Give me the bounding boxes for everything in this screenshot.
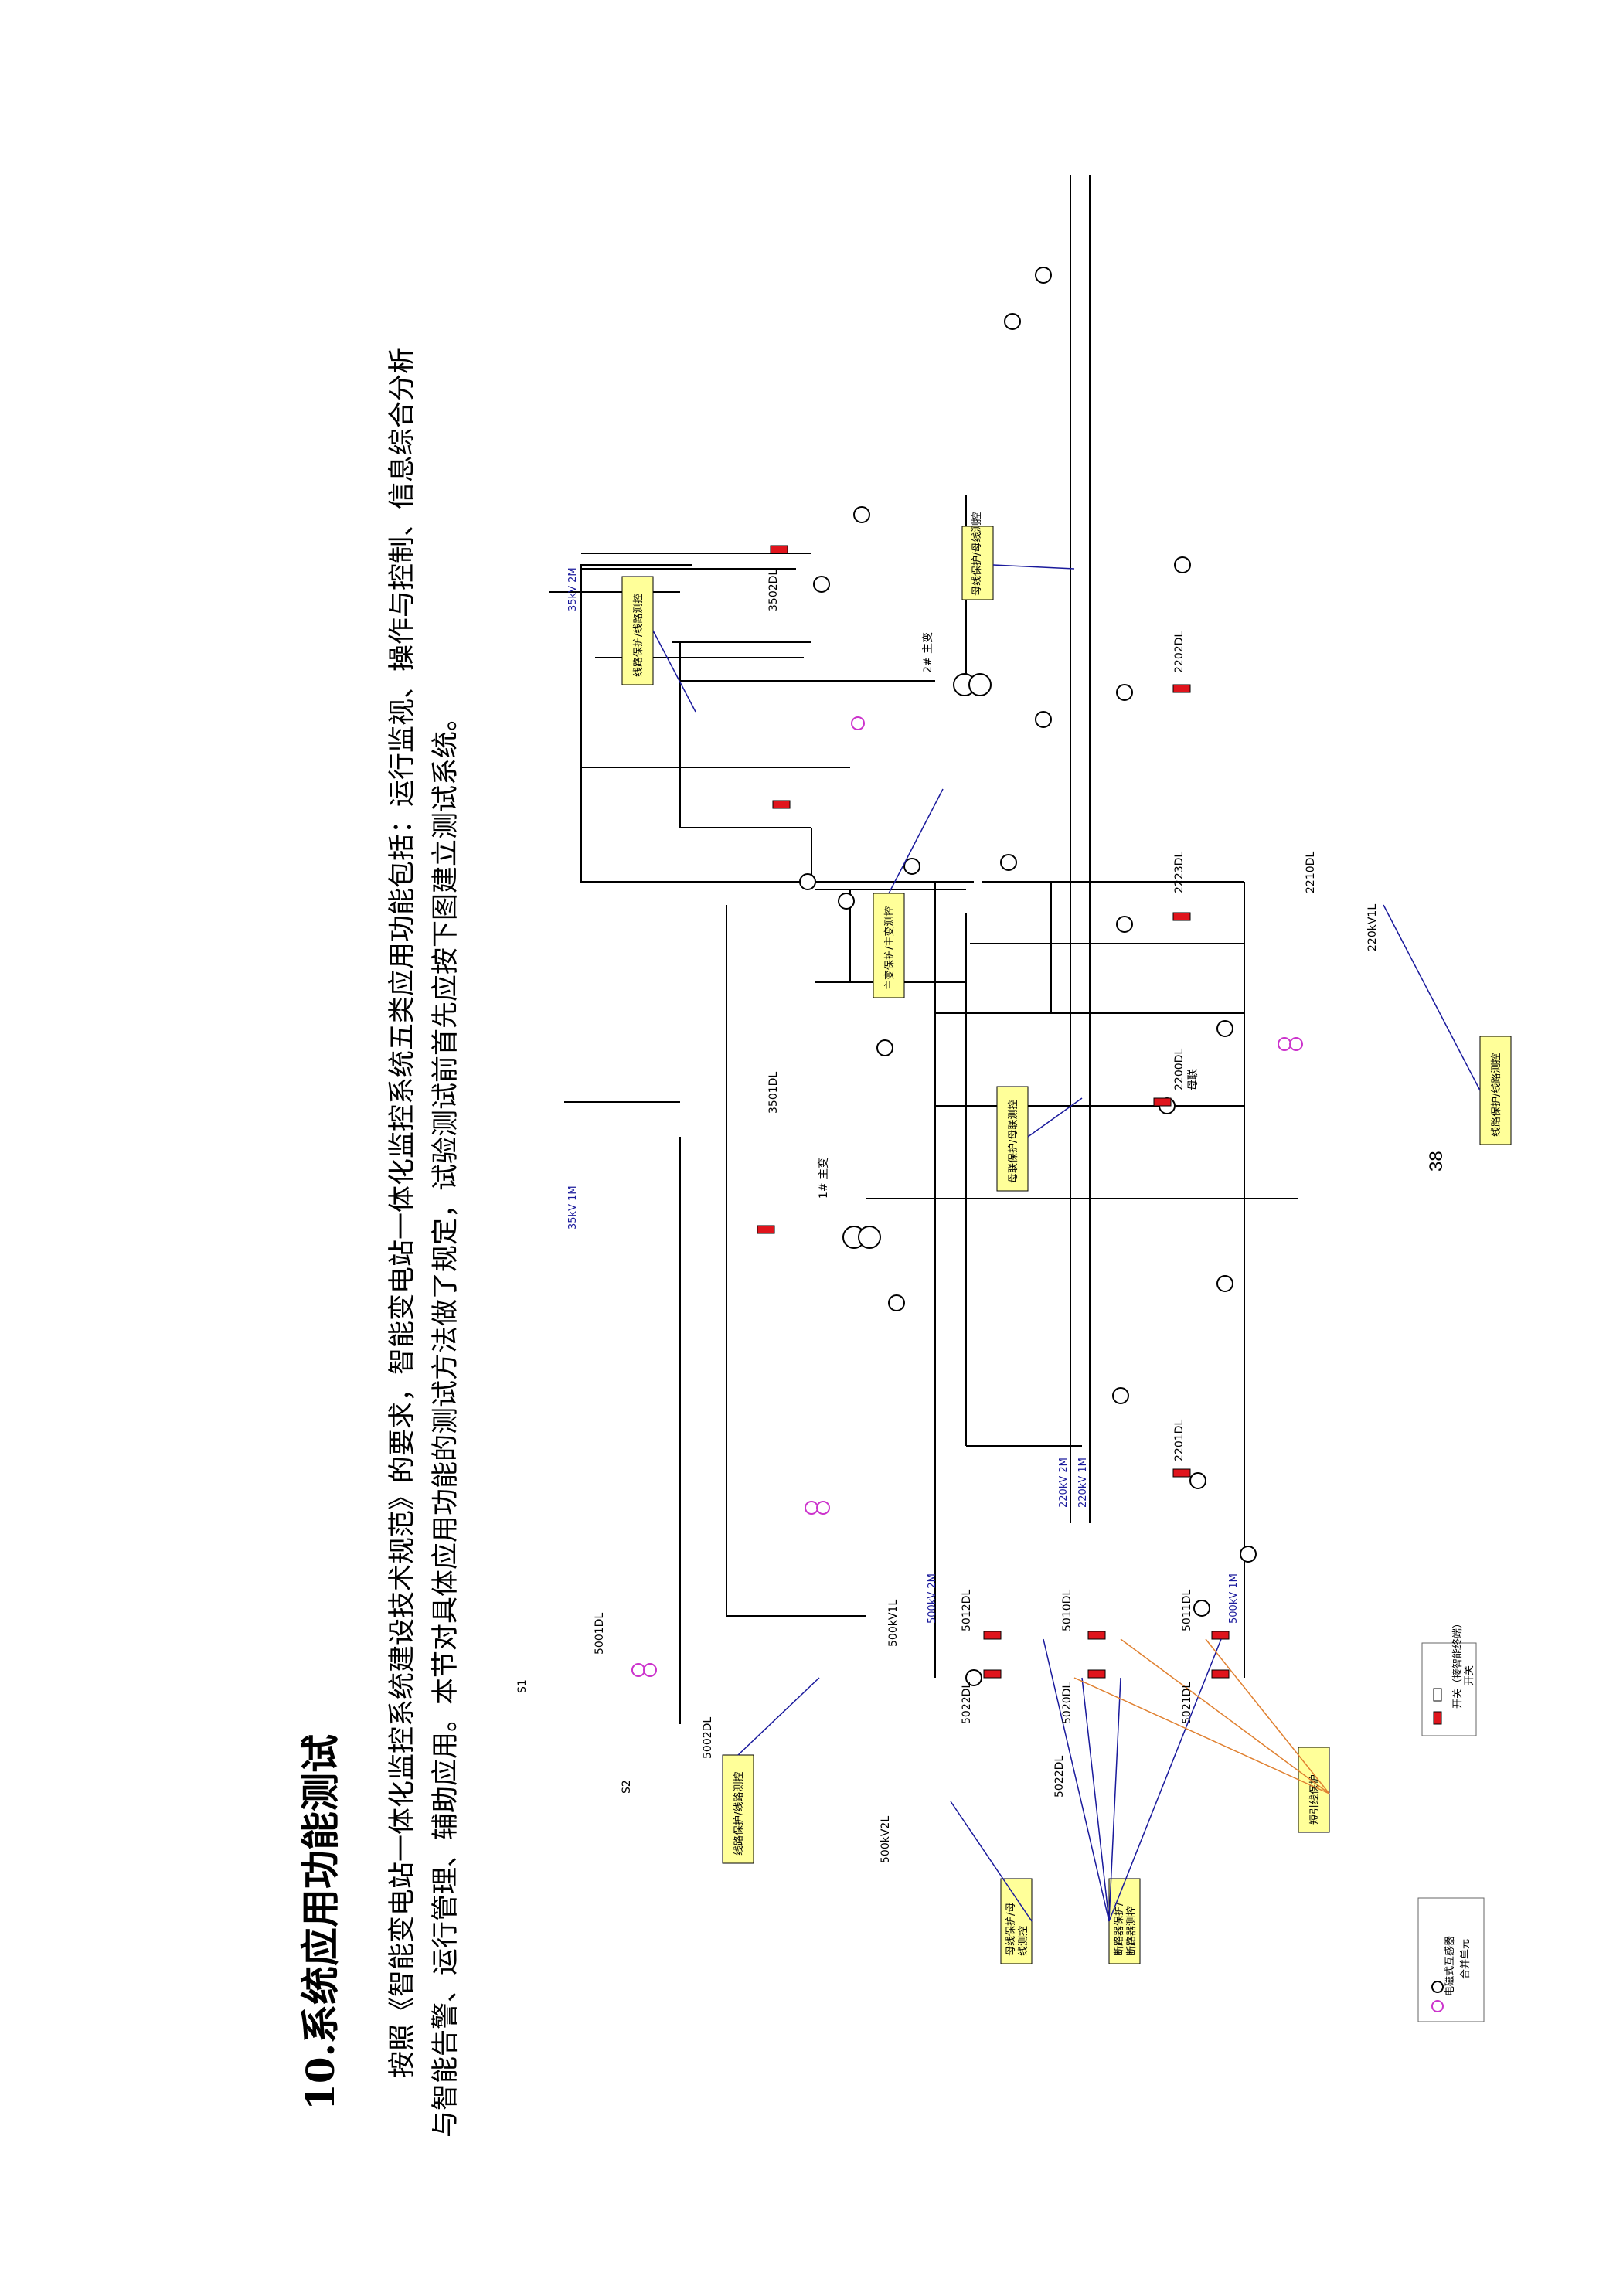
breaker-5011: 5011DL — [1181, 1590, 1193, 1631]
callout-short-lead: 短引线保护 — [1309, 1774, 1321, 1825]
legend-ect: 电磁式互感器 — [1444, 1936, 1456, 1996]
breaker-5001: 5001DL — [594, 1613, 606, 1655]
label-s2: S2 — [621, 1780, 633, 1794]
label-35kv-2m: 35kV 2M — [567, 567, 579, 611]
breaker-2200: 2200DL — [1173, 1049, 1186, 1090]
label-35kv-1m: 35kV 1M — [567, 1185, 579, 1230]
label-s1: S1 — [516, 1679, 529, 1693]
breaker-3501: 3501DL — [767, 1072, 780, 1114]
callout-breaker-prot-2: 断路器测控 — [1125, 1906, 1138, 1956]
label-500kv-v2l: 500kV2L — [880, 1816, 892, 1863]
label-500kv-v1l: 500kV1L — [887, 1600, 900, 1647]
label-220kv-v1l: 220kV1L — [1366, 904, 1379, 951]
callout-line-prot-500a: 线路保护/线路测控 — [632, 594, 645, 677]
legend-switch-closed: 开关（接智能终端） — [1451, 1618, 1464, 1709]
breaker-5022: 5022DL — [961, 1682, 973, 1724]
legend: 电磁式互感器 合并单元 开关（接智能终端） 开关 — [1417, 1618, 1485, 2022]
label-bus-tie: 母联 — [1187, 1069, 1199, 1090]
breaker-2223: 2223DL — [1173, 852, 1186, 893]
callout-breaker-prot-1: 断路器保护/ — [1113, 1902, 1125, 1956]
label-500kv-1m: 500kV 1M — [1228, 1573, 1240, 1624]
breaker-2210: 2210DL — [1305, 852, 1317, 893]
breaker-5020: 5020DL — [1061, 1682, 1073, 1724]
breaker-5021: 5021DL — [1181, 1682, 1193, 1724]
callout-bus-prot-top: 母线保护/母线测控 — [971, 512, 983, 596]
callout-trans-prot: 主变保护/主变测控 — [883, 906, 896, 990]
callout-bus-line-prot-2: 线测控 — [1018, 1926, 1029, 1956]
label-220kv-1m: 220kV 1M — [1077, 1458, 1089, 1508]
label-tr1: 1# 主变 — [818, 1158, 830, 1199]
breaker-2202: 2202DL — [1173, 631, 1186, 673]
legend-switch-open: 开关 — [1464, 1665, 1475, 1685]
breakers — [757, 545, 1230, 1679]
label-tr2: 2# 主变 — [922, 632, 934, 673]
breaker-3502: 3502DL — [767, 570, 780, 611]
legend-mu: 合并单元 — [1460, 1939, 1472, 1979]
callout-bus-line-prot-1: 母线保护/母 — [1005, 1903, 1017, 1956]
breaker-5010: 5010DL — [1061, 1590, 1073, 1631]
callout-tie-prot: 母联保护/母联测控 — [1008, 1100, 1019, 1183]
label-500kv-2m: 500kV 2M — [927, 1573, 938, 1624]
breaker-5022b: 5022DL — [1053, 1756, 1066, 1798]
transformer-symbols — [842, 673, 992, 1249]
page-number: 38 — [1426, 1151, 1447, 1172]
breaker-2201: 2201DL — [1173, 1420, 1186, 1461]
callout-line-prot-220: 线路保护/线路测控 — [1490, 1053, 1502, 1137]
label-220kv-2m: 220kV 2M — [1058, 1458, 1070, 1508]
breaker-5012: 5012DL — [961, 1590, 973, 1631]
callout-line-prot-500b: 线路保护/线路测控 — [733, 1772, 745, 1856]
breaker-5002: 5002DL — [702, 1717, 714, 1759]
